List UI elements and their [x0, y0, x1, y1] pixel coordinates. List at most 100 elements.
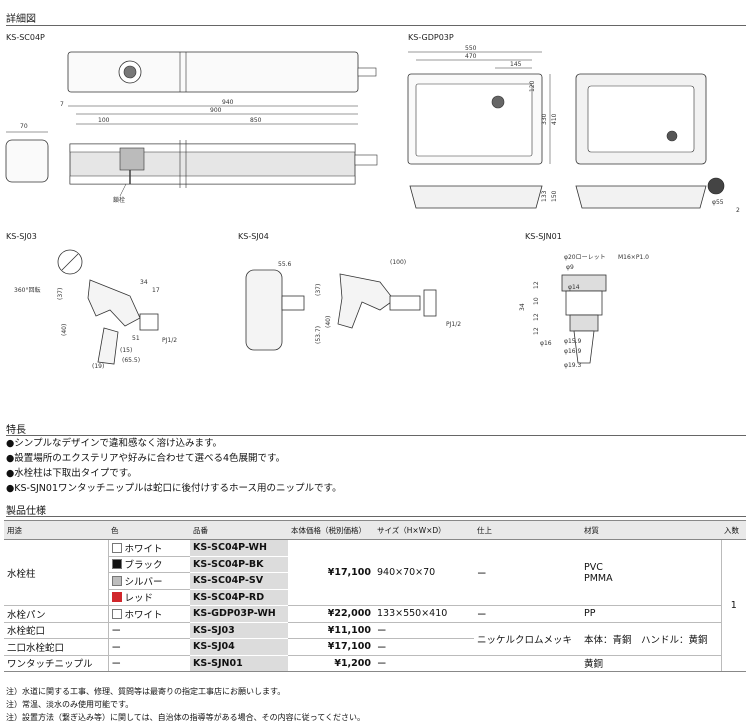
dim-sjn01-14: φ14 — [568, 284, 580, 291]
price-cell: ¥11,100 — [288, 622, 374, 639]
use-cell: 水栓パン — [4, 605, 108, 623]
spec-header-row: 用途 色 品番 本体価格（税別価格） サイズ（H×W×D） 仕上 材質 入数 — [4, 520, 746, 540]
dim-sj04-40: (40) — [325, 316, 332, 328]
table-row: シルバー KS-SC04P-SV — [4, 572, 746, 590]
code-cell: KS-SJ04 — [190, 638, 288, 656]
col-color: 色 — [108, 520, 190, 540]
size-cell: ー — [374, 655, 474, 672]
dim-sjn01-12a: 12 — [533, 281, 540, 289]
code-cell: KS-SJ03 — [190, 622, 288, 639]
col-qty: 入数 — [721, 520, 746, 540]
sj03-drawing: 360°回転 34 17 (37) (40) 51 (15) (19) (65.… — [14, 249, 177, 370]
drawing-label-gdp03p: KS-GDP03P — [408, 33, 454, 42]
dim-sj03-17: 17 — [152, 287, 160, 294]
dim-sj03-34: 34 — [140, 279, 148, 286]
size-cell: ー — [374, 622, 474, 639]
features-list: ●シンプルなデザインで違和感なく溶け込みます。 ●設置場所のエクステリアや好みに… — [6, 436, 342, 496]
drawing-label-sjn01: KS-SJN01 — [525, 232, 562, 241]
dim-sj04-537: (53.7) — [315, 326, 322, 344]
color-cell: レッド — [107, 589, 190, 606]
col-size: サイズ（H×W×D） — [374, 520, 474, 540]
table-row: 水栓蛇口 ー KS-SJ03 ¥11,100 ー ニッケルクロムメッキ 本体：青… — [4, 622, 746, 656]
drawing-label-sj04: KS-SJ04 — [238, 232, 269, 241]
use-cell: 水栓蛇口 — [4, 622, 108, 639]
code-cell: KS-SJN01 — [190, 655, 288, 672]
features-divider — [6, 435, 746, 436]
note-item: 注）水道に関する工事、修理、質問等は最寄りの指定工事店にお願いします。 — [6, 687, 286, 696]
size-cell: ー — [374, 638, 474, 656]
dim-sj04-556: 55.6 — [278, 261, 292, 268]
features-title: 特長 — [6, 425, 26, 436]
dim-sc04p-offset: 7 — [60, 101, 64, 108]
code-cell: KS-SC04P-BK — [190, 556, 288, 573]
finish-cell: ー — [474, 605, 581, 623]
feature-item: ●設置場所のエクステリアや好みに合わせて選べる4色展開です。 — [6, 453, 286, 464]
dim-sj04-100: (100) — [390, 259, 406, 266]
dim-sc04p-body: 900 — [210, 107, 222, 114]
table-row: ワンタッチニップル ー KS-SJN01 ¥1,200 ー 黄銅 — [4, 655, 746, 672]
dim-sc04p-100: 100 — [98, 117, 110, 124]
dim-sj04-37: (37) — [315, 284, 322, 296]
color-cell: ー — [107, 655, 190, 672]
dim-sjn01-9: φ9 — [566, 264, 574, 271]
dim-gdp03p-150: 150 — [551, 190, 558, 202]
finish-cell: ー — [474, 539, 581, 606]
dim-gdp03p-133: 133 — [541, 190, 548, 202]
color-cell: ー — [107, 638, 190, 656]
note-item: 注）設置方法（繋ぎ込み等）に関しては、自治体の指導等がある場合、その内容に従って… — [6, 713, 365, 722]
size-cell: 940×70×70 — [374, 539, 474, 606]
dim-sj03-40: (40) — [61, 324, 68, 336]
finish-cell: ニッケルクロムメッキ — [474, 622, 581, 656]
color-cell: シルバー — [107, 572, 190, 590]
dim-sj03-19: (19) — [92, 363, 104, 370]
dim-gdp03p-550: 550 — [465, 45, 477, 52]
dim-gdp03p-330: 330 — [541, 113, 548, 125]
notes: 注）水道に関する工事、修理、質問等は最寄りの指定工事店にお願いします。 注）常温… — [6, 685, 365, 724]
qty-cell: 1 — [720, 539, 746, 672]
header-divider — [6, 25, 746, 26]
dim-sjn01-159: φ15.9 — [564, 338, 582, 345]
dim-gdp03p-drain: φ55 — [712, 199, 724, 206]
dim-sjn01-169: φ16.9 — [564, 348, 582, 355]
swatch-red — [111, 592, 122, 603]
finish-cell — [474, 655, 581, 672]
feature-item: ●水栓柱は下取出タイプです。 — [6, 468, 137, 479]
code-cell: KS-GDP03P-WH — [190, 605, 288, 623]
dim-gdp03p-2: 2 — [736, 207, 740, 214]
price-cell: ¥17,100 — [288, 638, 374, 656]
swatch-white — [111, 542, 122, 553]
dim-sjn01-193: φ19.3 — [564, 362, 582, 369]
dim-sj03-51: 51 — [132, 335, 140, 342]
dim-sc04p-850: 850 — [250, 117, 262, 124]
dim-sjn01-12b: 12 — [533, 313, 540, 321]
color-cell: ブラック — [107, 556, 190, 573]
use-cell: ワンタッチニップル — [4, 655, 108, 672]
dim-sc04p-width: 70 — [20, 123, 28, 130]
drawing-label-sc04p: KS-SC04P — [6, 33, 45, 42]
table-row: 水栓パン ホワイト KS-GDP03P-WH ¥22,000 133×550×4… — [4, 605, 746, 623]
col-price: 本体価格（税別価格） — [288, 520, 374, 540]
dim-sj03-15: (15) — [120, 347, 132, 354]
dim-sj04-pj: PJ1/2 — [446, 321, 461, 328]
sj04-drawing: 55.6 (100) (37) (40) (53.7) PJ1/2 — [245, 259, 461, 351]
dim-gdp03p-410: 410 — [551, 113, 558, 125]
price-cell: ¥22,000 — [288, 605, 374, 623]
dim-sj03-rotate: 360°回転 — [14, 286, 40, 294]
sc04p-drawing: 70 7 940 900 100 850 鎖栓 — [5, 51, 378, 204]
drawing-label-sj03: KS-SJ03 — [6, 232, 37, 241]
dim-gdp03p-120: 120 — [529, 80, 536, 92]
dim-sjn01-12c: 12 — [533, 327, 540, 335]
page-title: 詳細図 — [6, 14, 36, 25]
table-row: ブラック KS-SC04P-BK — [4, 556, 746, 573]
dim-gdp03p-145: 145 — [510, 61, 522, 68]
dim-gdp03p-470: 470 — [465, 53, 477, 60]
sjn01-drawing: φ20ローレット M16×P1.0 φ9 φ14 φ16 φ15.9 φ16.9… — [519, 254, 649, 369]
price-cell: ¥1,200 — [288, 655, 374, 672]
col-finish: 仕上 — [474, 520, 581, 540]
feature-item: ●シンプルなデザインで違和感なく溶け込みます。 — [6, 438, 223, 449]
specs-title: 製品仕様 — [6, 506, 46, 517]
col-use: 用途 — [4, 520, 108, 540]
col-code: 品番 — [190, 520, 288, 540]
dim-sjn01-thread: M16×P1.0 — [618, 254, 649, 261]
